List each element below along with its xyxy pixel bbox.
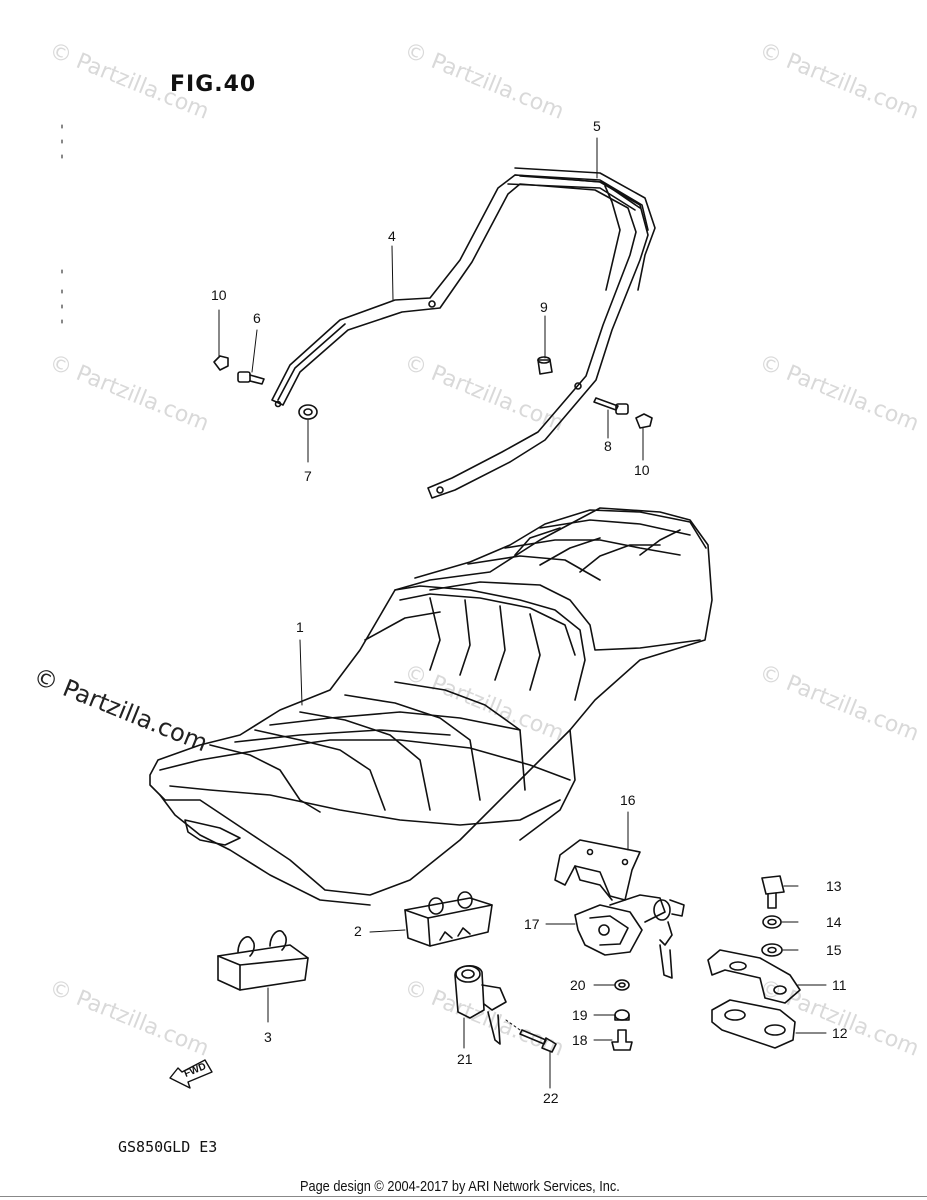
callout-18: 18 xyxy=(572,1032,588,1048)
callout-15: 15 xyxy=(826,942,842,958)
callout-20: 20 xyxy=(570,977,586,993)
callout-10: 10 xyxy=(634,462,650,478)
callout-7: 7 xyxy=(304,468,312,484)
callout-13: 13 xyxy=(826,878,842,894)
leaders-top xyxy=(218,137,644,463)
callout-14: 14 xyxy=(826,914,842,930)
model-code: GS850GLD E3 xyxy=(118,1138,218,1156)
callout-19: 19 xyxy=(572,1007,588,1023)
callout-8: 8 xyxy=(604,438,612,454)
grab-rail xyxy=(271,167,656,499)
callout-6: 6 xyxy=(253,310,261,326)
callout-9: 9 xyxy=(540,299,548,315)
seat-lock-assembly xyxy=(454,839,801,1053)
divider xyxy=(0,1196,927,1197)
callout-12: 12 xyxy=(832,1025,848,1041)
callout-4: 4 xyxy=(388,228,396,244)
callout-2: 2 xyxy=(354,923,362,939)
callout-22: 22 xyxy=(543,1090,559,1106)
callout-16: 16 xyxy=(620,792,636,808)
callout-3: 3 xyxy=(264,1029,272,1045)
cushions xyxy=(217,891,493,991)
callout-5: 5 xyxy=(593,118,601,134)
hardware-top xyxy=(213,355,653,429)
leaders-lower xyxy=(267,639,827,1089)
callout-11: 11 xyxy=(832,977,847,993)
page-credit: Page design © 2004-2017 by ARI Network S… xyxy=(300,1178,620,1195)
seat xyxy=(149,507,713,906)
callout-1: 1 xyxy=(296,619,304,635)
callout-17: 17 xyxy=(524,916,540,932)
figure-title: FIG.40 xyxy=(170,72,257,97)
fwd-arrow xyxy=(169,1059,213,1089)
callout-21: 21 xyxy=(457,1051,473,1067)
callout-10: 10 xyxy=(211,287,227,303)
